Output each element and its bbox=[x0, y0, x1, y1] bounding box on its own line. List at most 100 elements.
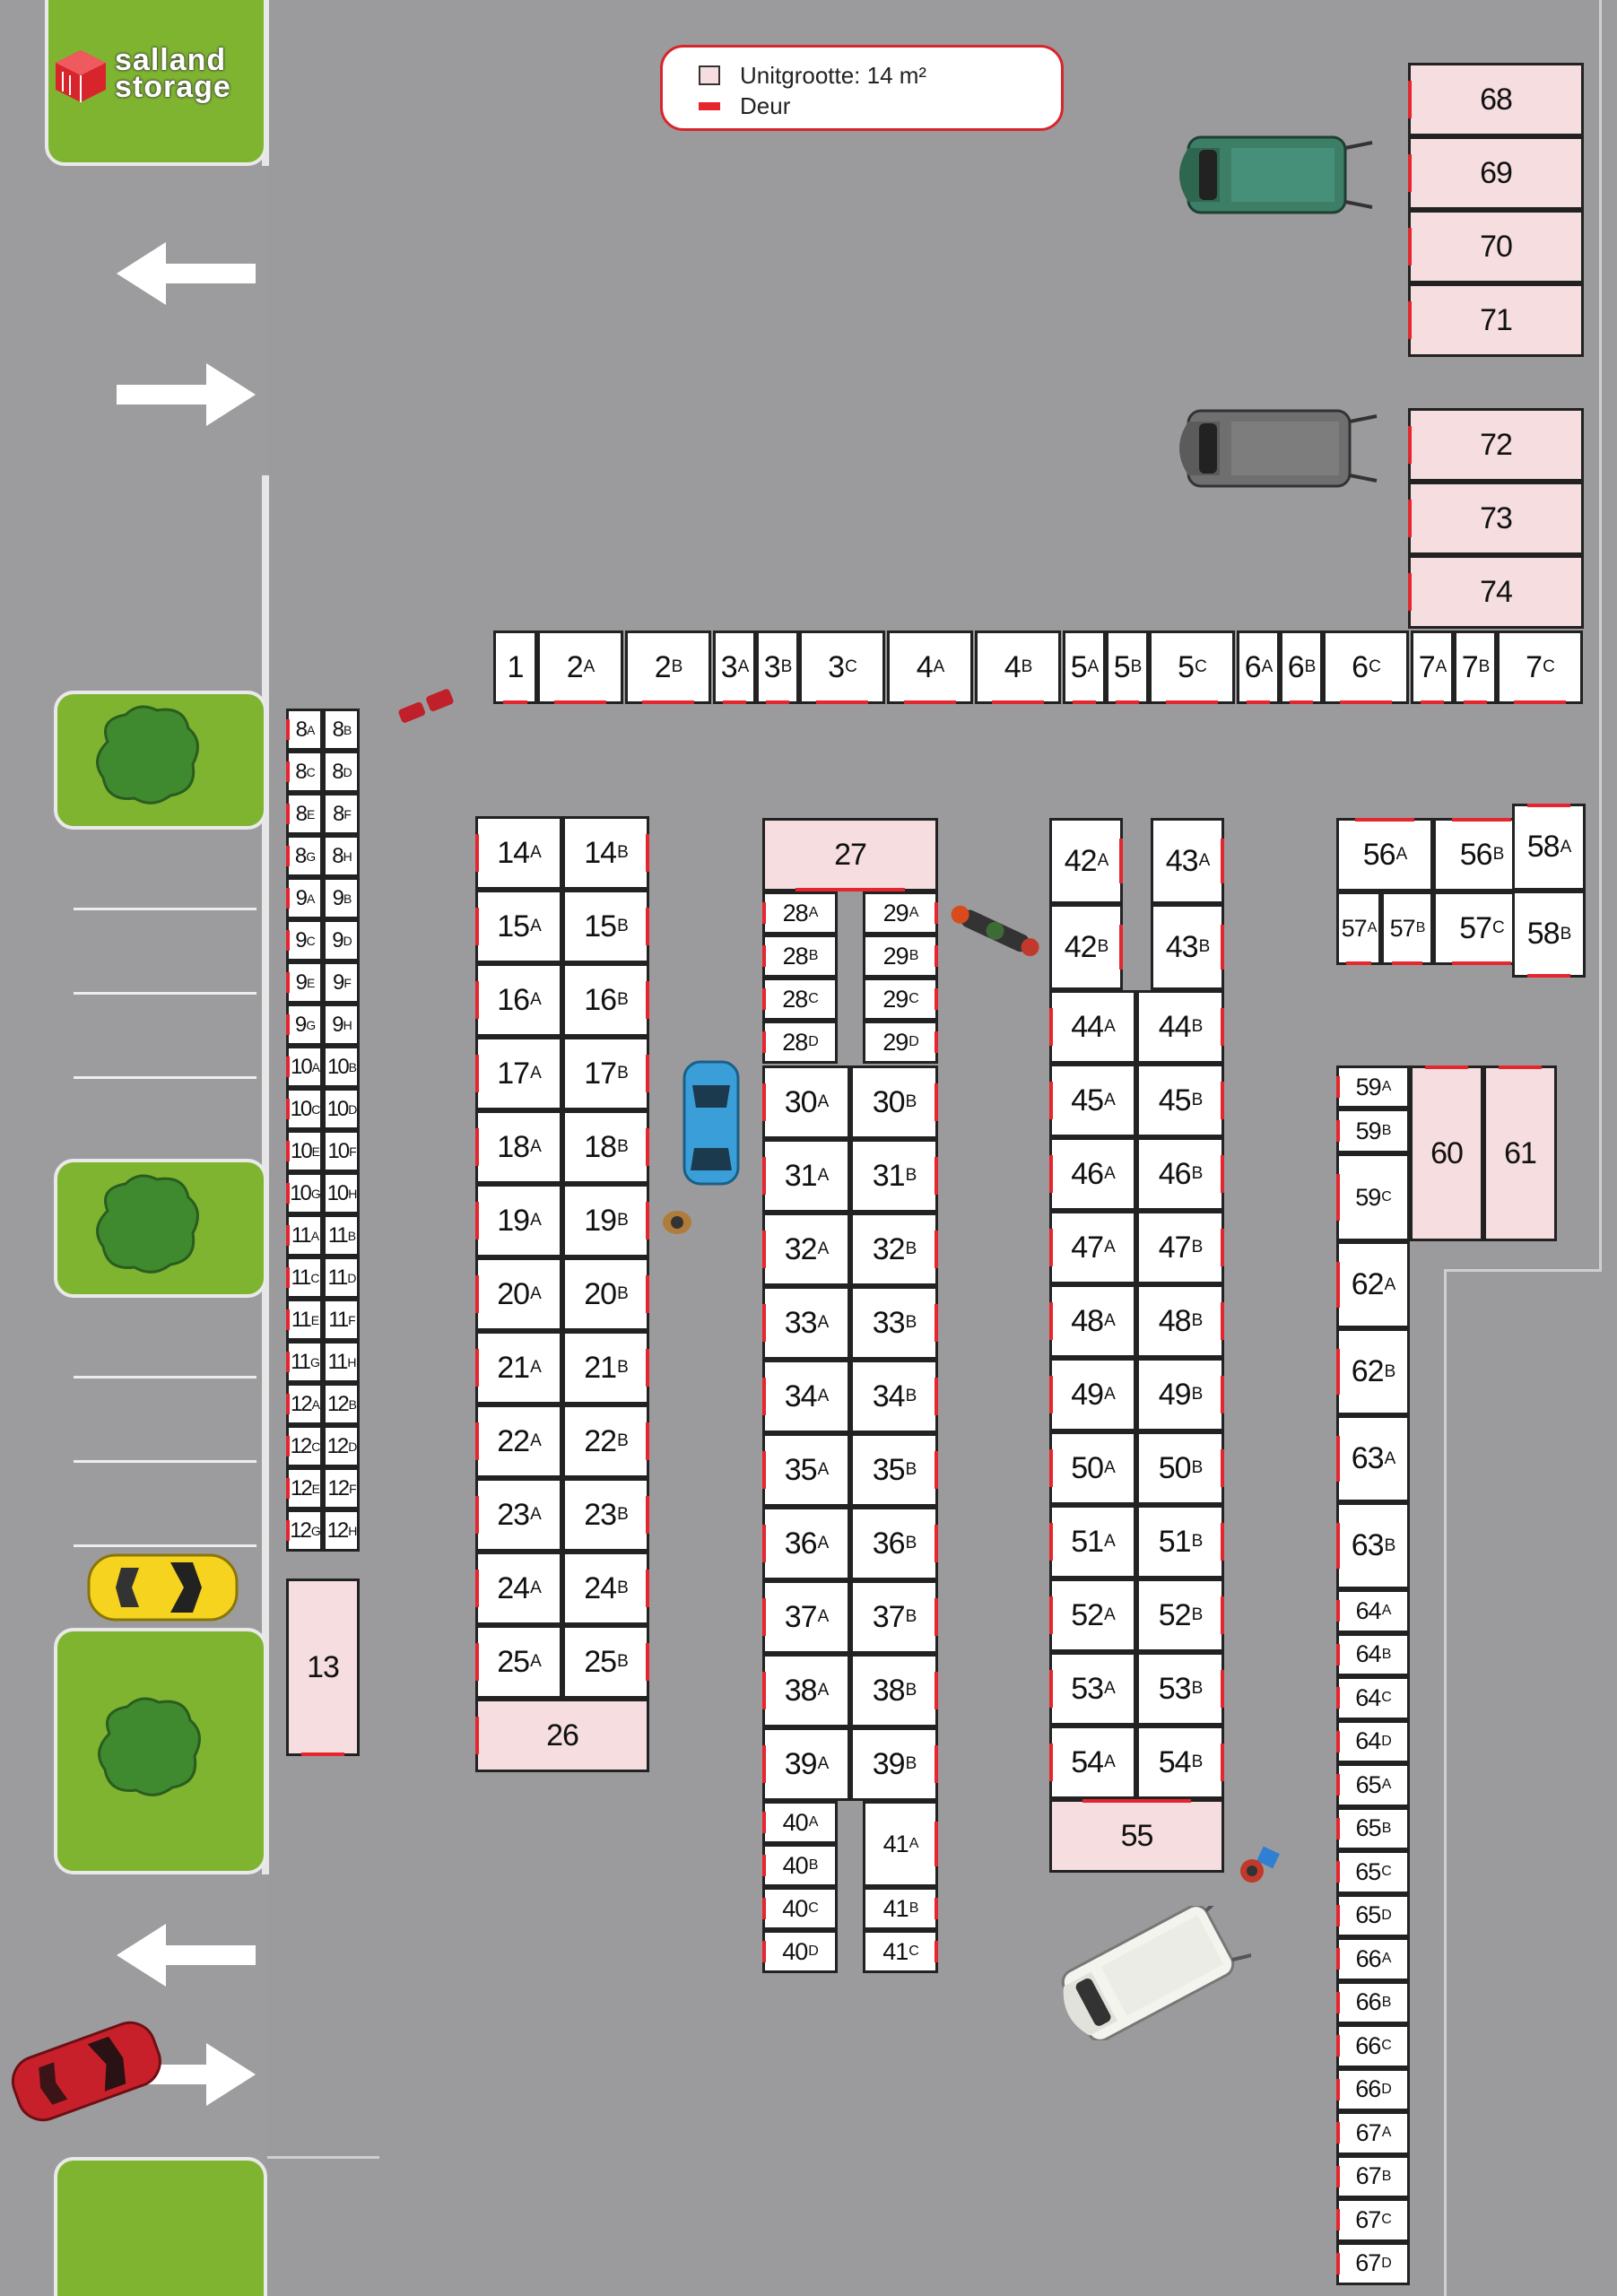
unit-70[interactable]: 70 bbox=[1408, 210, 1584, 283]
unit-74[interactable]: 74 bbox=[1408, 555, 1584, 629]
unit-71[interactable]: 71 bbox=[1408, 283, 1584, 357]
unit-1[interactable]: 1 bbox=[493, 631, 537, 704]
unit-73[interactable]: 73 bbox=[1408, 482, 1584, 555]
unit-68[interactable]: 68 bbox=[1408, 63, 1584, 136]
unit-27[interactable]: 27 bbox=[762, 818, 938, 891]
unit-26[interactable]: 26 bbox=[475, 1699, 649, 1772]
unit-61[interactable]: 61 bbox=[1483, 1065, 1557, 1241]
unit-72[interactable]: 72 bbox=[1408, 408, 1584, 482]
unit-60[interactable]: 60 bbox=[1410, 1065, 1483, 1241]
